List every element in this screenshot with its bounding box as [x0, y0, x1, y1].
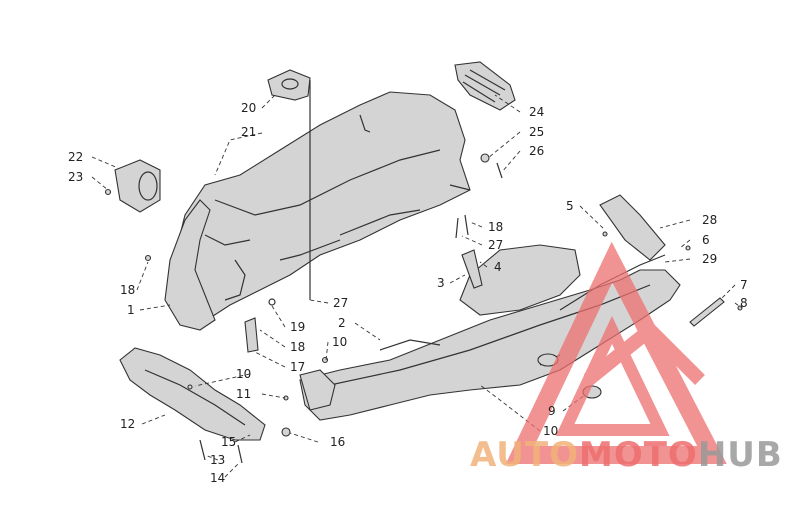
- callout-13: 13: [210, 453, 225, 467]
- part-7-rod: [689, 297, 725, 327]
- callout-23: 23: [68, 170, 83, 184]
- callout-18-mid: 18: [290, 340, 305, 354]
- part-4-textured-panel: [459, 244, 581, 316]
- watermark-text: AUTOMOTOHUB: [470, 435, 783, 475]
- callout-22: 22: [68, 150, 83, 164]
- callout-11: 11: [236, 387, 251, 401]
- callout-24: 24: [529, 105, 544, 119]
- callout-27-top: 27: [488, 238, 503, 252]
- watermark-auto: AUTO: [470, 435, 579, 475]
- watermark-moto: MOTO: [579, 435, 698, 475]
- callout-17: 17: [290, 360, 305, 374]
- callout-8: 8: [740, 296, 748, 310]
- part-12-bumper: [119, 347, 266, 441]
- callout-26: 26: [529, 144, 544, 158]
- callout-21: 21: [241, 125, 256, 139]
- callout-7: 7: [740, 278, 748, 292]
- callout-10-mid: 10: [332, 335, 347, 349]
- callout-1: 1: [127, 303, 135, 317]
- hardware: [104, 80, 743, 464]
- part-1-side-panel: [164, 199, 246, 331]
- callout-labels: 20 21 22 23 24 25 26 5 28 6 29 18 27 3 4…: [68, 101, 748, 485]
- callout-12: 12: [120, 417, 135, 431]
- callout-16: 16: [330, 435, 345, 449]
- callout-29: 29: [702, 252, 717, 266]
- callout-20: 20: [241, 101, 256, 115]
- callout-6: 6: [702, 233, 710, 247]
- callout-25: 25: [529, 125, 544, 139]
- callout-4: 4: [494, 260, 502, 274]
- svg-text:AUTOMOTOHUB: AUTOMOTOHUB: [470, 435, 783, 475]
- part-22-boot: [114, 159, 161, 213]
- part-21-console: [174, 91, 471, 319]
- callout-10-bottom: 10: [543, 424, 558, 438]
- callout-18-left: 18: [120, 283, 135, 297]
- callout-28: 28: [702, 213, 717, 227]
- callout-3: 3: [437, 276, 445, 290]
- callout-27-mid: 27: [333, 296, 348, 310]
- callout-10-left: 10: [236, 367, 251, 381]
- part-20-bracket: [267, 69, 311, 101]
- callout-9: 9: [548, 404, 556, 418]
- watermark-hub: HUB: [698, 435, 783, 475]
- callout-15: 15: [221, 435, 236, 449]
- callout-19: 19: [290, 320, 305, 334]
- callout-18-top: 18: [488, 220, 503, 234]
- callout-2: 2: [338, 316, 346, 330]
- callout-14: 14: [210, 471, 225, 485]
- callout-5: 5: [566, 199, 574, 213]
- watermark-logo: [505, 241, 727, 464]
